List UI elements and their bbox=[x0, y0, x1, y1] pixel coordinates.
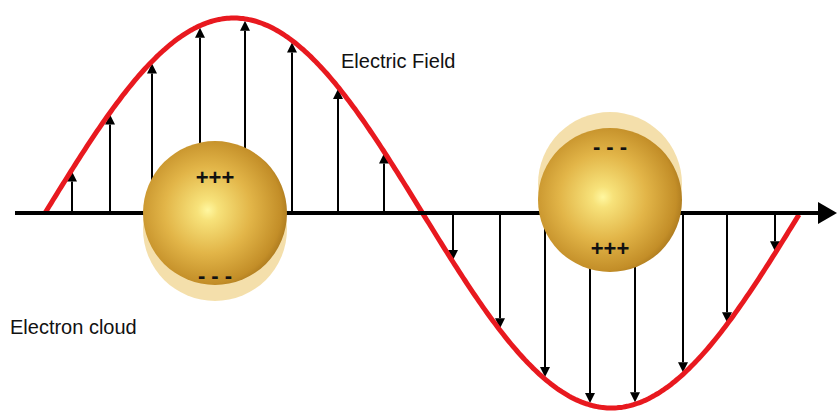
field-vector bbox=[291, 52, 293, 213]
field-vector bbox=[71, 182, 73, 213]
charge-sign: +++ bbox=[140, 167, 290, 189]
charged-atom: - - - +++ bbox=[535, 110, 685, 272]
field-vector bbox=[337, 99, 339, 213]
field-vector bbox=[383, 164, 385, 213]
vector-arrowhead bbox=[240, 21, 250, 31]
field-vector bbox=[452, 213, 454, 250]
field-vector bbox=[109, 125, 111, 213]
axis-arrowhead bbox=[818, 202, 837, 224]
field-vector bbox=[726, 213, 728, 312]
charge-sign: +++ bbox=[535, 238, 685, 260]
atom-sphere bbox=[143, 141, 287, 285]
charge-sign: - - - bbox=[535, 136, 685, 158]
field-vector bbox=[544, 213, 546, 367]
cloud-label: Electron cloud bbox=[7, 316, 140, 338]
field-vector bbox=[682, 213, 684, 362]
field-vector bbox=[774, 213, 776, 241]
propagation-axis bbox=[15, 211, 824, 215]
field-vector bbox=[499, 213, 501, 318]
charged-atom: +++ - - - bbox=[140, 141, 290, 303]
field-label: Electric Field bbox=[338, 50, 458, 72]
charge-sign: - - - bbox=[140, 265, 290, 287]
